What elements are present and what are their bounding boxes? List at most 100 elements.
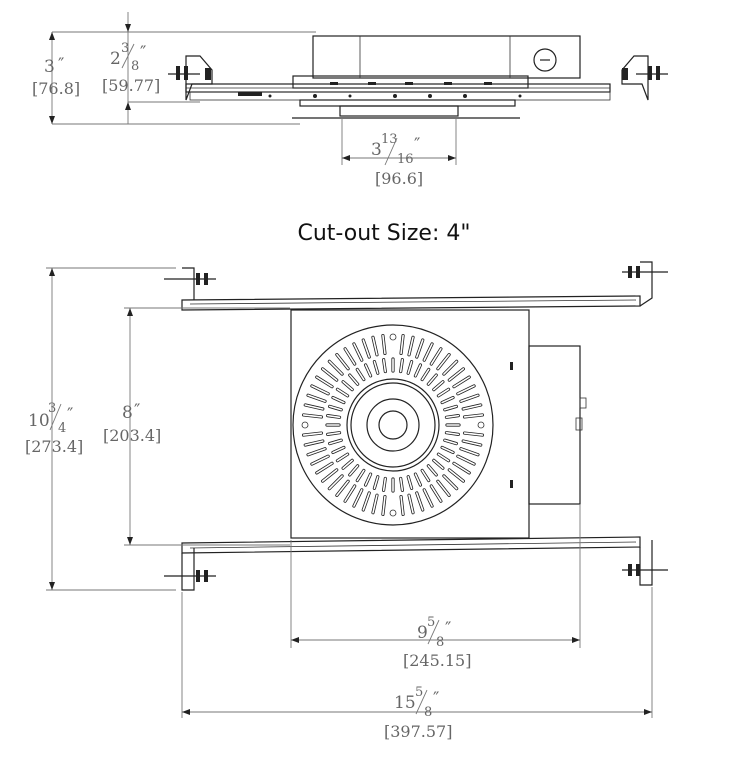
vent-slot-inner [364, 364, 372, 377]
vent-slot-inner [407, 476, 413, 490]
vent-slot-inner [315, 462, 333, 474]
vent-slot-inner [448, 469, 465, 482]
housing-width-den: 8 [436, 635, 444, 650]
cutout-size-title: Cut-out Size: 4" [298, 221, 471, 246]
vent-slot-inner [315, 376, 333, 388]
vent-slot-inner [344, 485, 356, 503]
body-height-mark: ″ [140, 43, 146, 63]
vent-slot-inner [373, 360, 379, 374]
overall-height-mark: ″ [58, 55, 64, 75]
aperture-width-den: 16 [397, 152, 414, 167]
vent-slot-inner [457, 385, 475, 395]
vent-slot-inner [336, 353, 349, 370]
vent-slot-inner [441, 446, 454, 454]
dim-body-height [125, 12, 200, 124]
vent-slot-inner [400, 334, 404, 355]
vent-slot-inner [407, 360, 413, 374]
vent-slot-inner [448, 368, 465, 381]
vent-slot-inner [445, 414, 460, 419]
vent-slot-inner [399, 358, 404, 373]
overall-width-mm: [397.57] [384, 722, 452, 741]
vent-slot-inner [304, 404, 324, 410]
dim-aperture-width [341, 118, 457, 165]
vent-slot-inner [342, 380, 353, 391]
overall-length-den: 4 [58, 421, 66, 436]
vent-slot-inner [307, 394, 326, 403]
vent-slot-inner [348, 374, 359, 385]
vent-slot-inner [364, 473, 372, 486]
vent-slot-inner [332, 396, 345, 404]
rail-slots [238, 82, 522, 98]
body-height-num: 3 [121, 41, 129, 56]
vent-slot-inner [430, 347, 442, 365]
vent-slot-inner [441, 396, 454, 404]
vent-slot-inner [311, 455, 329, 465]
vent-slot-inner [443, 360, 458, 375]
vent-slot-inner [415, 492, 424, 511]
vent-slot-inner [326, 431, 341, 436]
vent-slot-inner [353, 489, 363, 507]
overall-width-num: 5 [415, 685, 423, 700]
vent-slot-inner [356, 469, 365, 482]
junction-box [528, 345, 581, 505]
vent-slot-inner [328, 405, 342, 411]
overall-length-mm: [273.4] [25, 437, 83, 456]
vented-disc [292, 324, 494, 526]
vent-slot-inner [423, 489, 433, 507]
vent-slot-inner [445, 431, 460, 436]
inner-length-whole: 8 [122, 403, 133, 423]
vent-slot-inner [460, 394, 479, 403]
inner-length-mark: ″ [134, 401, 140, 421]
body-height-den: 8 [131, 59, 139, 74]
vent-slot-inner [437, 453, 450, 462]
vent-slot-inner [443, 475, 458, 490]
vent-slot-inner [348, 465, 359, 476]
vent-slot-inner [444, 439, 458, 445]
overall-height-mm: [76.8] [32, 79, 80, 98]
vent-slot-inner [302, 432, 323, 436]
vent-slot-inner [430, 485, 442, 503]
vent-slot-inner [399, 477, 404, 492]
top-hanger-rail [164, 261, 668, 311]
vent-slot-inner [414, 473, 422, 486]
aperture-width-mm: [96.6] [375, 169, 423, 188]
aperture-width-num: 13 [381, 132, 398, 147]
vent-slot-inner [353, 343, 363, 361]
housing-width-mm: [245.15] [403, 651, 471, 670]
vent-slot-inner [427, 465, 438, 476]
vent-slot-inner [421, 469, 430, 482]
vent-slot-inner [311, 385, 329, 395]
vent-slot-inner [373, 476, 379, 490]
vent-slot-inner [356, 368, 365, 381]
vent-slot-inner [415, 339, 424, 358]
vent-slot-inner [362, 339, 371, 358]
vent-slot-inner [444, 405, 458, 411]
left-bracket-side [168, 55, 213, 101]
vent-slot-inner [302, 414, 323, 418]
vent-slot-inner [336, 480, 349, 497]
aperture-width-mark: ″ [414, 135, 420, 155]
overall-width-whole: 15 [394, 693, 416, 713]
vent-slot-inner [414, 364, 422, 377]
vent-slot-inner [437, 353, 450, 370]
dim-overall-length [46, 267, 176, 591]
vent-slot-inner [460, 447, 479, 456]
vent-slot-inner [362, 492, 371, 511]
knockout-icon [533, 48, 557, 72]
vent-slot-inner [321, 469, 338, 482]
aperture-width-whole: 3 [371, 140, 382, 160]
vent-slot-inner [427, 374, 438, 385]
vent-slot-inner [328, 360, 343, 375]
vent-slot-inner [336, 453, 349, 462]
overall-length-num: 3 [48, 401, 56, 416]
vent-slot-inner [400, 495, 404, 516]
vent-slot-inner [433, 380, 444, 391]
vent-slot-inner [462, 404, 482, 410]
plan-view: 10 3 4 ″ [273.4] 8 ″ [203.4] 9 5 8 ″ [24… [25, 261, 668, 741]
vent-slot-inner [372, 494, 378, 514]
housing-width-mark: ″ [445, 619, 451, 639]
vent-slot-inner [453, 462, 471, 474]
vent-slot-inner [433, 459, 444, 470]
side-view: 3 ″ [76.8] 2 3 8 ″ [59.77] 3 13 16 ″ [96… [32, 12, 668, 188]
